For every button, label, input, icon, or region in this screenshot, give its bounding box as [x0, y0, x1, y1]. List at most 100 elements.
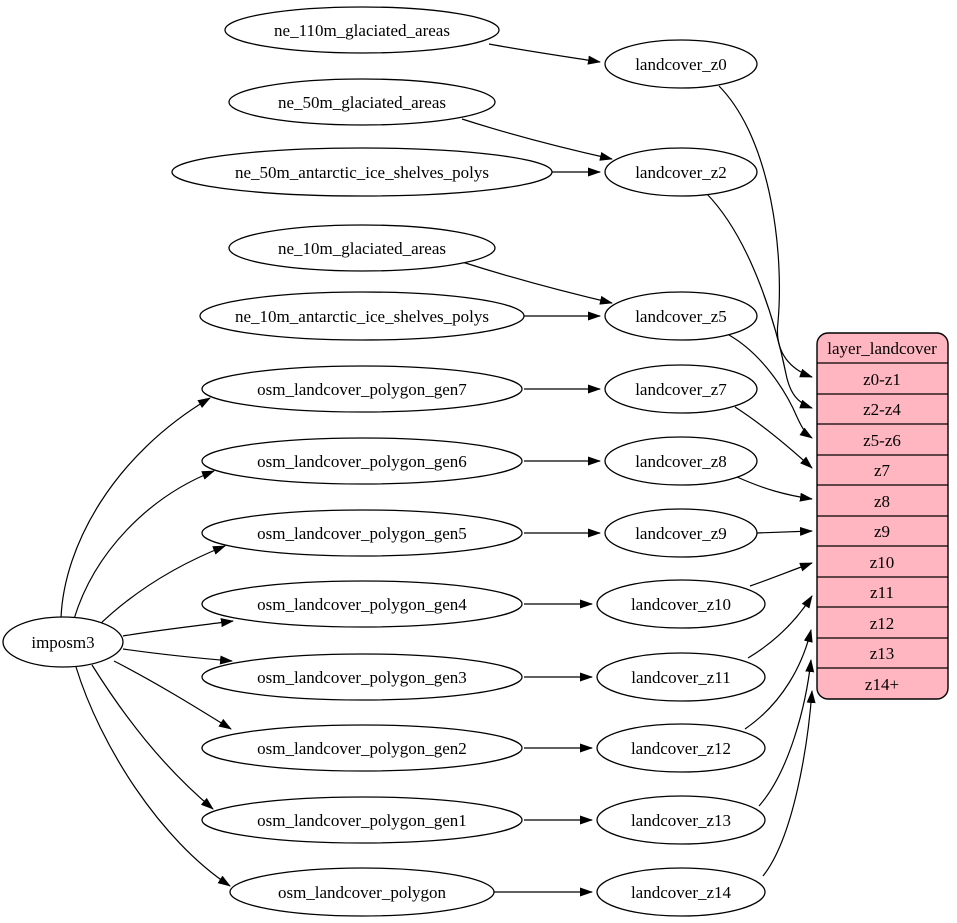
table-header-label: layer_landcover	[827, 339, 937, 358]
table-row-z9: z9	[874, 522, 890, 541]
node-shape	[229, 867, 495, 917]
node-shape	[201, 724, 523, 772]
node-shape	[604, 364, 758, 414]
node-shape	[596, 867, 766, 917]
edge-ne110m-to-z0	[488, 43, 601, 65]
node-landcover-z11: landcover_z11	[596, 652, 766, 702]
node-label: osm_landcover_polygon_gen7	[257, 380, 467, 399]
node-osm-landcover-polygon-gen7: osm_landcover_polygon_gen7	[201, 365, 523, 413]
edge-z7-to-row-z7	[734, 406, 813, 469]
node-landcover-z12: landcover_z12	[596, 723, 766, 773]
node-ne-110m-glaciated-areas: ne_110m_glaciated_areas	[224, 6, 500, 54]
edge-z0-to-row-z0-z1	[718, 85, 813, 378]
node-label: ne_50m_antarctic_ice_shelves_polys	[235, 163, 489, 182]
table-row-z10: z10	[870, 553, 895, 572]
node-label: landcover_z5	[635, 307, 727, 326]
node-osm-landcover-polygon: osm_landcover_polygon	[229, 867, 495, 917]
edge-imposm3-to-gen3	[122, 648, 233, 665]
node-shape	[201, 580, 523, 628]
node-osm-landcover-polygon-gen2: osm_landcover_polygon_gen2	[201, 724, 523, 772]
node-imposm3-label: imposm3	[31, 633, 94, 652]
node-shape	[604, 508, 758, 558]
edge-imposm3-to-gen5	[96, 545, 226, 628]
node-landcover-z5: landcover_z5	[604, 291, 758, 341]
node-label: ne_110m_glaciated_areas	[274, 21, 450, 40]
table-row-z13: z13	[870, 644, 895, 663]
edge-imposm3-to-gen1	[91, 664, 214, 810]
table-row-z0-z1: z0-z1	[863, 370, 901, 389]
node-landcover-z10: landcover_z10	[596, 579, 766, 629]
edge-imposm3-to-gen6	[73, 470, 215, 620]
node-ne-50m-glaciated-areas: ne_50m_glaciated_areas	[228, 78, 496, 126]
node-shape	[199, 291, 525, 341]
node-landcover-z2: landcover_z2	[604, 147, 758, 197]
node-shape	[201, 365, 523, 413]
node-label: osm_landcover_polygon_gen2	[257, 739, 467, 758]
node-ne-10m-glaciated-areas: ne_10m_glaciated_areas	[228, 224, 496, 272]
node-landcover-z13: landcover_z13	[596, 795, 766, 845]
node-shape	[596, 723, 766, 773]
node-shape	[201, 437, 523, 485]
node-ne-50m-antarctic-ice-shelves-polys: ne_50m_antarctic_ice_shelves_polys	[171, 147, 553, 197]
node-label: landcover_z7	[635, 380, 727, 399]
edge-imposm3-to-polygon	[75, 666, 231, 887]
edge-z10-to-row-z10	[749, 562, 813, 587]
node-label: osm_landcover_polygon_gen5	[257, 524, 467, 543]
node-shape	[596, 795, 766, 845]
edge-ne10m-glaciated-to-z5	[458, 260, 613, 305]
node-shape	[201, 653, 523, 701]
edge-z12-to-row-z12	[744, 629, 813, 730]
node-osm-landcover-polygon-gen1: osm_landcover_polygon_gen1	[201, 796, 523, 844]
edge-z9-to-row-z9	[756, 526, 813, 536]
edge-z5-to-row-z5-z6	[728, 334, 813, 439]
table-row-z5-z6: z5-z6	[863, 431, 901, 450]
node-shape	[604, 436, 758, 486]
node-label: landcover_z9	[635, 524, 727, 543]
edge-imposm3-to-gen7	[60, 397, 211, 619]
node-label: osm_landcover_polygon_gen6	[257, 452, 467, 471]
node-landcover-z8: landcover_z8	[604, 436, 758, 486]
node-imposm3: imposm3	[2, 616, 124, 668]
node-label: landcover_z0	[635, 55, 727, 74]
edge-z8-to-row-z8	[736, 476, 813, 502]
edge-z11-to-row-z11	[747, 595, 813, 659]
node-label: osm_landcover_polygon	[278, 883, 447, 902]
node-landcover-z7: landcover_z7	[604, 364, 758, 414]
node-shape	[604, 291, 758, 341]
table-row-z2-z4: z2-z4	[863, 400, 901, 419]
node-label: ne_10m_glaciated_areas	[278, 239, 446, 258]
node-imposm3-shape	[2, 616, 124, 668]
table-row-z8: z8	[874, 492, 890, 511]
node-osm-landcover-polygon-gen6: osm_landcover_polygon_gen6	[201, 437, 523, 485]
node-shape	[201, 509, 523, 557]
node-shape	[604, 39, 758, 89]
node-shape	[201, 796, 523, 844]
node-label: osm_landcover_polygon_gen3	[257, 668, 467, 687]
node-label: landcover_z10	[631, 595, 731, 614]
layer-landcover-table: layer_landcover z0-z1 z2-z4 z5-z6 z7 z8 …	[816, 332, 949, 700]
table-row-z14plus: z14+	[865, 675, 899, 694]
node-label: osm_landcover_polygon_gen4	[257, 595, 467, 614]
node-landcover-z14: landcover_z14	[596, 867, 766, 917]
node-label: landcover_z12	[631, 739, 731, 758]
node-label: landcover_z11	[631, 668, 730, 687]
node-shape	[171, 147, 553, 197]
node-landcover-z0: landcover_z0	[604, 39, 758, 89]
node-label: landcover_z14	[631, 883, 732, 902]
edge-z2-to-row-z2-z4	[705, 192, 813, 409]
table-row-z11: z11	[870, 583, 894, 602]
node-label: landcover_z13	[631, 811, 731, 830]
node-osm-landcover-polygon-gen4: osm_landcover_polygon_gen4	[201, 580, 523, 628]
node-osm-landcover-polygon-gen3: osm_landcover_polygon_gen3	[201, 653, 523, 701]
edge-z14-to-row-z14plus	[762, 690, 816, 877]
node-label: osm_landcover_polygon_gen1	[257, 811, 467, 830]
table-row-z7: z7	[874, 461, 891, 480]
node-shape	[604, 147, 758, 197]
node-shape	[224, 6, 500, 54]
edge-z13-to-row-z13	[758, 659, 815, 807]
edges	[60, 43, 816, 897]
node-shape	[596, 652, 766, 702]
node-label: ne_10m_antarctic_ice_shelves_polys	[235, 307, 489, 326]
